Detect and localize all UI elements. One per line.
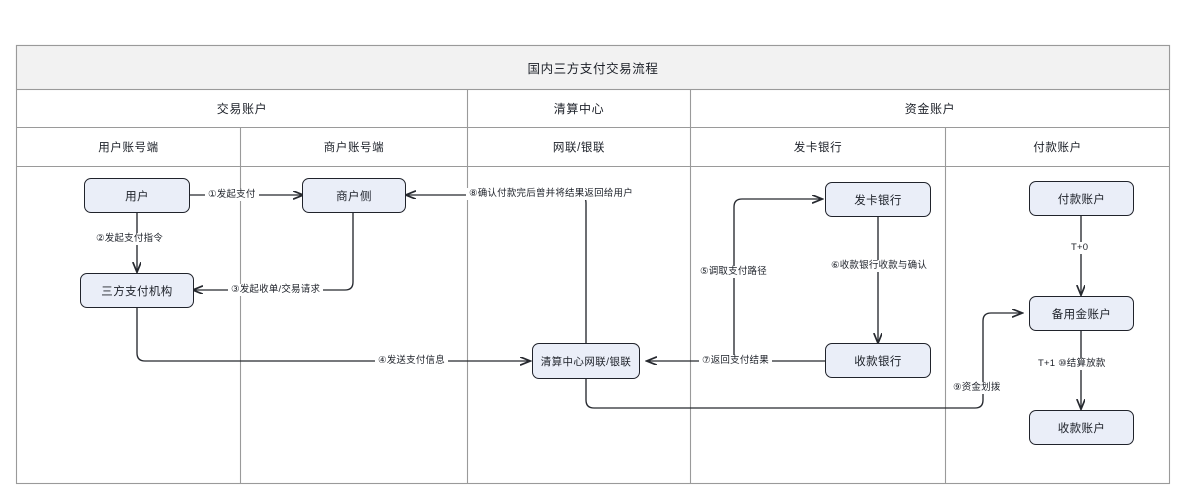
group-header-fund-account: 资金账户 (904, 102, 956, 116)
edge-label-e1: ①发起支付 (205, 189, 259, 201)
lane-header-payer-account: 付款账户 (1033, 142, 1082, 154)
edge-label-e6: ⑥收款银行收款与确认 (828, 260, 931, 272)
edge-label-e3: ③发起收单/交易请求 (228, 284, 324, 296)
edge-e9-path (585, 313, 1022, 409)
edge-label-e2: ②发起支付指令 (93, 233, 166, 245)
node-merchant[interactable]: 商户侧 (302, 178, 406, 213)
lane-header-unionpay: 网联/银联 (552, 142, 606, 154)
node-acquiring-bank[interactable]: 收款银行 (825, 343, 931, 378)
node-reserve-account[interactable]: 备用金账户 (1029, 296, 1134, 331)
edge-label-e11: T+1 ⑩结算放款 (1035, 358, 1109, 370)
edge-label-e4: ④发送支付信息 (375, 355, 448, 367)
lane-header-merchant-side: 商户账号端 (323, 142, 385, 154)
edge-label-e10: T+0 (1068, 242, 1092, 254)
edge-label-e9: ⑨资金划拨 (950, 382, 1004, 394)
node-third-party-payment[interactable]: 三方支付机构 (80, 273, 194, 308)
node-user[interactable]: 用户 (84, 178, 190, 213)
group-header-transaction-account: 交易账户 (216, 102, 268, 116)
node-payer-account[interactable]: 付款账户 (1029, 181, 1134, 216)
node-issuing-bank[interactable]: 发卡银行 (825, 182, 931, 217)
edge-e5-path (733, 199, 822, 356)
lane-header-issuing-bank: 发卡银行 (793, 142, 843, 154)
edge-label-e5: ⑤调取支付路径 (697, 266, 770, 278)
node-clearing-center[interactable]: 清算中心网联/银联 (532, 343, 640, 379)
edge-e4-path (136, 307, 530, 361)
group-header-clearing-center: 清算中心 (553, 102, 605, 116)
diagram-title: 国内三方支付交易流程 (527, 62, 659, 76)
node-payee-account[interactable]: 收款账户 (1029, 410, 1134, 445)
edge-label-e8: ⑧确认付款完后曾并将结果返回给用户 (466, 188, 636, 200)
edge-e3-path (193, 212, 354, 290)
lane-header-user-side: 用户账号端 (98, 142, 159, 154)
edge-label-e7: ⑦返回支付结果 (699, 355, 772, 367)
swimlane-frame (15, 44, 1171, 485)
